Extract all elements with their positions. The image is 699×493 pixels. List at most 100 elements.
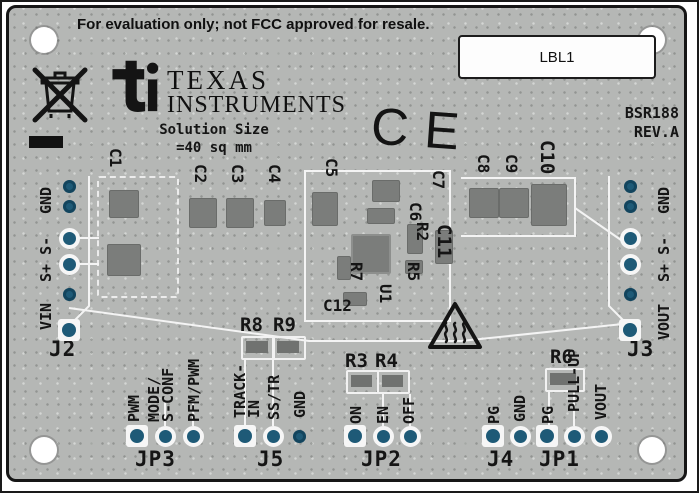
component-c9 xyxy=(499,188,529,218)
pad-jp3-mode xyxy=(155,426,176,447)
pin-label-jp3-mode: MODE/ S-CONF xyxy=(145,367,178,422)
refdes-c6: C6 xyxy=(406,202,425,222)
refdes-r9: R9 xyxy=(273,314,296,336)
pad-left-vin xyxy=(63,288,76,301)
component-c12 xyxy=(343,292,367,306)
component-c10 xyxy=(531,184,567,226)
connector-label-jp2: JP2 xyxy=(361,447,402,471)
weee-icon xyxy=(32,67,88,123)
connector-label-jp3: JP3 xyxy=(135,447,176,471)
component-r9 xyxy=(277,341,299,353)
component-c4 xyxy=(264,200,286,226)
ti-logo-emblem-icon xyxy=(112,60,159,112)
pad-j5-track xyxy=(234,425,256,447)
component-c8 xyxy=(469,188,499,218)
component-r6 xyxy=(550,373,576,385)
pin-label-jp1-pullup: PULL-UP xyxy=(565,348,583,412)
ti-wordmark-texas: TEXAS xyxy=(167,65,269,95)
refdes-r2: R2 xyxy=(413,222,432,242)
pin-label-j5-track: TRACK- IN xyxy=(231,363,264,418)
pad-jp3-pfm xyxy=(183,426,204,447)
refdes-c11: C11 xyxy=(433,224,455,259)
black-bar xyxy=(29,136,63,148)
component-r7 xyxy=(337,256,351,280)
component-u1 xyxy=(351,234,391,274)
connector-label-j2: J2 xyxy=(49,337,77,361)
board-id-block: BSR188 REV.A xyxy=(593,104,679,142)
hot-surface-warning-icon xyxy=(428,302,482,349)
component-r8 xyxy=(246,341,268,353)
connector-label-j5: J5 xyxy=(257,447,285,471)
solution-size-line2: =40 sq mm xyxy=(176,140,252,157)
refdes-r8: R8 xyxy=(240,314,263,336)
refdes-c2: C2 xyxy=(191,164,210,184)
pin-label-jp2-on: ON xyxy=(347,405,365,424)
solution-size-line1: Solution Size xyxy=(159,122,269,138)
pin-label-j4-pg: PG xyxy=(485,405,503,424)
refdes-c3: C3 xyxy=(228,164,247,184)
pad-left-sminus xyxy=(59,254,80,275)
component-r4 xyxy=(382,375,403,387)
refdes-c1: C1 xyxy=(106,148,125,168)
pin-label-jp2-en: EN xyxy=(374,405,392,424)
component-c5 xyxy=(312,192,338,226)
refdes-c10: C10 xyxy=(536,140,558,175)
pin-label-left-sense: S+ S- xyxy=(37,236,55,282)
component-c6 xyxy=(367,208,395,224)
silkscreen-traces xyxy=(68,170,628,426)
component-r3 xyxy=(351,375,372,387)
pin-label-right-sense: S+ S- xyxy=(655,236,673,282)
pin-label-left-vin: VIN xyxy=(37,302,55,330)
pad-jp2-en xyxy=(373,426,394,447)
mounting-hole-bottom-right xyxy=(639,437,665,463)
component-c2 xyxy=(189,198,217,228)
refdes-r4: R4 xyxy=(375,350,398,372)
pad-j4-gnd xyxy=(510,426,531,447)
solution-size-note: Solution Size =40 sq mm xyxy=(155,121,273,157)
pcb-board: For evaluation only; not FCC approved fo… xyxy=(6,5,687,482)
connector-label-j3: J3 xyxy=(627,337,655,361)
pad-jp2-on xyxy=(344,425,366,447)
board-rev: REV.A xyxy=(633,122,679,141)
component-c3 xyxy=(226,198,254,228)
refdes-c4: C4 xyxy=(265,164,284,184)
pad-jp3-pwm xyxy=(126,425,148,447)
refdes-c12: C12 xyxy=(323,296,352,315)
pad-jp1-vout xyxy=(591,426,612,447)
label-box: LBL1 xyxy=(458,35,656,79)
pad-left-splus xyxy=(59,228,80,249)
refdes-r6: R6 xyxy=(550,346,573,368)
refdes-c7: C7 xyxy=(429,170,448,190)
component-r6-outline xyxy=(545,368,585,392)
mounting-hole-top-left xyxy=(31,27,57,53)
pin-label-j5-sstr: SS/TR xyxy=(265,374,283,420)
refdes-r7: R7 xyxy=(347,262,366,282)
connector-label-jp1: JP1 xyxy=(539,447,580,471)
pad-jp1-pg xyxy=(536,425,558,447)
component-c11 xyxy=(435,230,453,264)
pin-label-j5-gnd: GND xyxy=(291,390,309,418)
board-id: BSR188 xyxy=(624,104,679,122)
mounting-hole-bottom-left xyxy=(31,437,57,463)
pad-left-gnd-2 xyxy=(63,200,76,213)
c1-outline xyxy=(97,176,179,298)
pad-right-vout xyxy=(624,288,637,301)
refdes-c8: C8 xyxy=(474,154,493,174)
pin-label-j4-gnd: GND xyxy=(511,394,529,422)
pad-jp2-off xyxy=(400,426,421,447)
pin-label-jp3-pfm: PFM/PWM xyxy=(185,358,203,422)
connector-label-j4: J4 xyxy=(487,447,515,471)
pin-label-left-gnd: GND xyxy=(37,186,55,214)
pad-right-gnd-1 xyxy=(624,180,637,193)
pad-right-gnd-2 xyxy=(624,200,637,213)
pad-j4-pg xyxy=(482,425,504,447)
component-r9-outline xyxy=(272,336,306,360)
pin-label-right-vout: VOUT xyxy=(655,303,673,340)
label-box-text: LBL1 xyxy=(539,48,575,66)
refdes-u1: U1 xyxy=(376,284,395,304)
pad-left-gnd-1 xyxy=(63,180,76,193)
pin-label-right-gnd: GND xyxy=(655,186,673,214)
refdes-r3: R3 xyxy=(345,350,368,372)
component-r2 xyxy=(407,224,423,254)
pin-label-jp2-off: OFF xyxy=(400,396,418,424)
